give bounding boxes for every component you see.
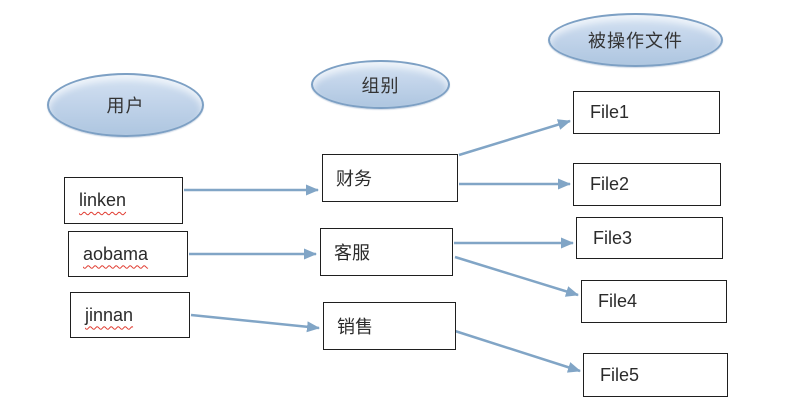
edge-jinnan-to-xiaoshou[interactable]: [190, 313, 320, 333]
file-label: File3: [593, 227, 633, 248]
user-node-jinnan[interactable]: jinnan: [70, 292, 190, 338]
user-label: linken: [79, 190, 127, 210]
group-node-xiaoshou[interactable]: 销售: [323, 302, 456, 350]
group-node-caiwu[interactable]: 财务: [322, 154, 458, 202]
file-node-file3[interactable]: File3: [576, 217, 723, 259]
file-node-file2[interactable]: File2: [573, 163, 721, 206]
header-ellipse-groups[interactable]: 组别: [311, 60, 450, 109]
file-label: File4: [598, 291, 638, 311]
user-node-aobama[interactable]: aobama: [68, 231, 188, 277]
file-label: File2: [590, 174, 630, 194]
header-ellipse-files[interactable]: 被操作文件: [548, 13, 723, 67]
file-label: File1: [590, 102, 630, 122]
group-label: 财务: [336, 169, 372, 189]
file-node-file4[interactable]: File4: [581, 280, 727, 323]
edge-xiaoshou-to-file5[interactable]: [454, 329, 581, 373]
group-label: 销售: [337, 317, 373, 337]
file-label: File5: [600, 364, 640, 385]
group-label: 客服: [334, 243, 370, 263]
header-ellipse-users[interactable]: 用户: [47, 73, 204, 137]
group-node-kefu[interactable]: 客服: [320, 228, 453, 276]
user-node-linken[interactable]: linken: [64, 177, 183, 224]
file-node-file5[interactable]: File5: [583, 353, 728, 397]
file-node-file1[interactable]: File1: [573, 91, 720, 134]
header-label-files: 被操作文件: [588, 31, 683, 51]
edge-kefu-to-file4[interactable]: [454, 255, 579, 297]
header-label-users: 用户: [106, 96, 145, 116]
user-label: jinnan: [85, 304, 134, 325]
edge-caiwu-to-file1[interactable]: [458, 119, 571, 157]
header-label-groups: 组别: [361, 75, 400, 96]
user-label: aobama: [83, 243, 149, 264]
